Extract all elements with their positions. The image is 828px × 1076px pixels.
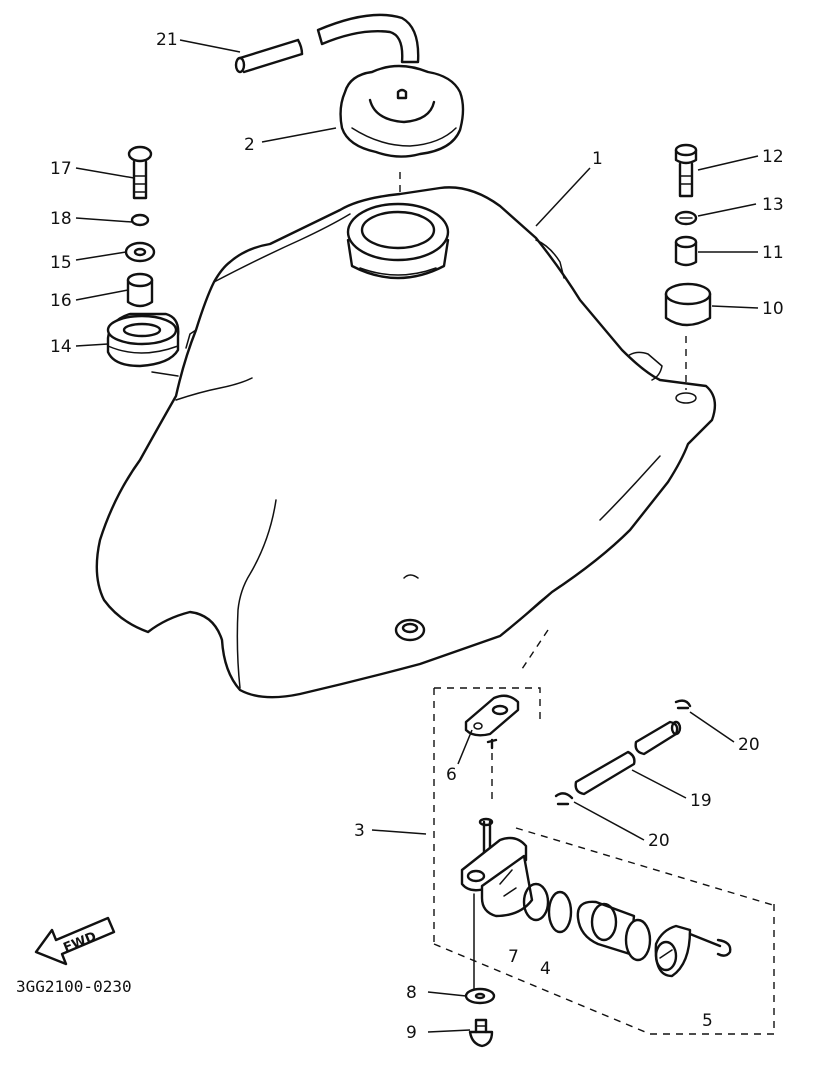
callout-4: 4 — [540, 959, 551, 979]
callout-10: 10 — [762, 299, 784, 319]
callout-18: 18 — [50, 209, 72, 229]
collar-part-11 — [674, 235, 698, 267]
clip-part-20-lower — [554, 792, 574, 806]
callout-17: 17 — [50, 159, 72, 179]
washer-part-15 — [124, 241, 156, 263]
bolt-part-17 — [127, 145, 153, 200]
callout-5: 5 — [702, 1011, 713, 1031]
callout-21: 21 — [156, 30, 178, 50]
damper-part-14 — [106, 312, 180, 368]
fuel-hose-part-19 — [574, 720, 682, 796]
bolt-part-12 — [674, 143, 698, 198]
valve-part-5 — [576, 900, 732, 978]
gasket-part-6 — [464, 694, 520, 737]
collar-part-16 — [126, 272, 154, 308]
callout-9: 9 — [406, 1023, 417, 1043]
washer-part-8 — [464, 987, 496, 1005]
screw-part-6 — [486, 738, 498, 750]
fuel-cap-part-2 — [339, 64, 465, 158]
fuel-cock-box — [433, 687, 777, 1035]
callout-11: 11 — [762, 243, 784, 263]
fuel-tank-part-1 — [95, 186, 717, 699]
breather-hose-part-21 — [234, 13, 420, 74]
fwd-label: FWD — [61, 929, 98, 956]
drawing-code: 3GG2100-0230 — [16, 977, 132, 996]
callout-16: 16 — [50, 291, 72, 311]
damper-part-10 — [664, 282, 712, 327]
callout-13: 13 — [762, 195, 784, 215]
oring-part-4 — [547, 890, 573, 934]
clip-part-20-upper — [674, 699, 692, 710]
oring-part-7 — [522, 882, 550, 922]
callout-14: 14 — [50, 337, 72, 357]
callout-1: 1 — [592, 149, 603, 169]
callout-20-upper: 20 — [738, 735, 760, 755]
fuel-cock-body-part-3 — [460, 817, 534, 1001]
callout-8: 8 — [406, 983, 417, 1003]
callout-19: 19 — [690, 791, 712, 811]
washer-part-18 — [130, 213, 150, 227]
drain-screw-part-9 — [468, 1018, 494, 1048]
leader-lines — [75, 39, 759, 1033]
washer-part-13 — [674, 210, 698, 226]
callout-labels: 21 2 17 18 15 16 14 1 12 13 11 10 6 3 20… — [50, 30, 784, 1043]
callout-12: 12 — [762, 147, 784, 167]
callout-2: 2 — [244, 135, 255, 155]
callout-20-lower: 20 — [648, 831, 670, 851]
fwd-arrow-icon — [34, 916, 116, 966]
callout-3: 3 — [354, 821, 365, 841]
callout-15: 15 — [50, 253, 72, 273]
callout-7: 7 — [508, 947, 519, 967]
callout-6: 6 — [446, 765, 457, 785]
